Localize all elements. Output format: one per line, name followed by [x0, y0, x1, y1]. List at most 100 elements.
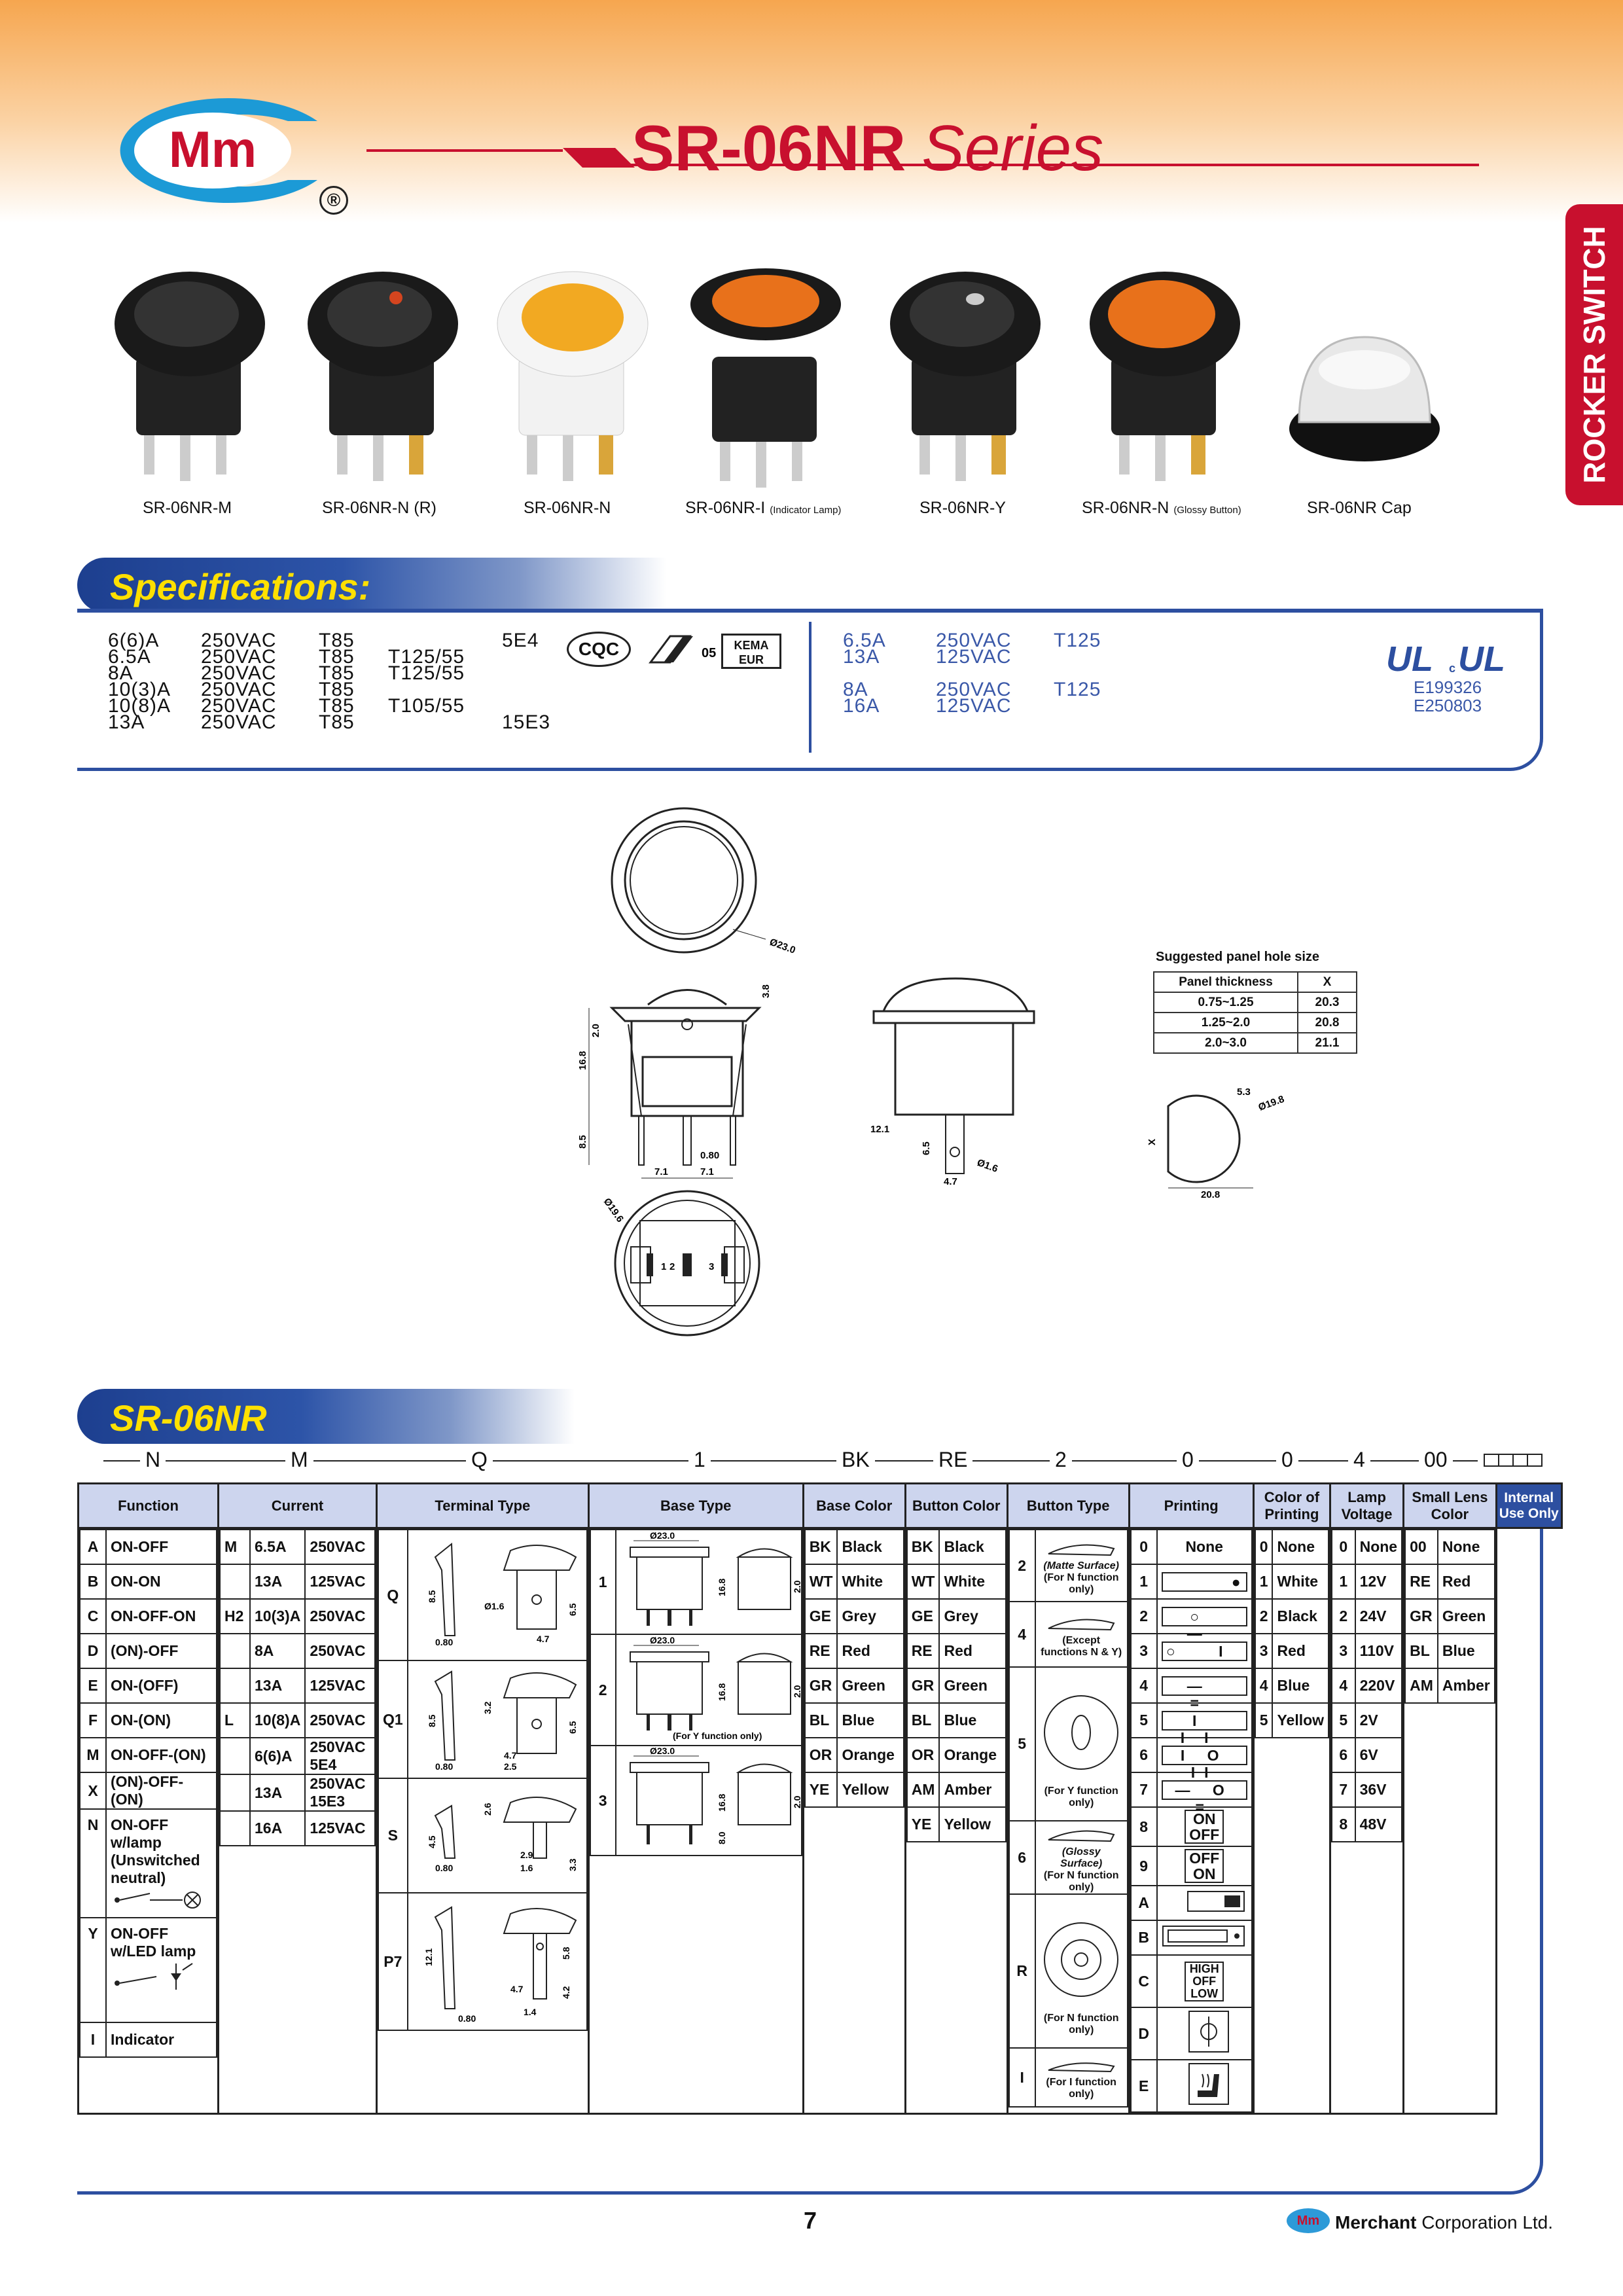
title-series: Series	[921, 112, 1104, 184]
table-row: E	[1130, 2059, 1253, 2113]
product-label: SR-06NR-N (Glossy Button)	[1082, 499, 1241, 517]
table-row: 6(Glossy Surface)(For N function only)	[1008, 1820, 1128, 1895]
product-image-sr06nr-y	[890, 272, 1041, 481]
svg-text:2.5: 2.5	[504, 1761, 517, 1772]
product-image-sr06nr-i	[690, 268, 841, 488]
svg-text:1.4: 1.4	[524, 2007, 537, 2017]
col-button-color: Button Color	[904, 1482, 1008, 1529]
svg-text:2.0: 2.0	[792, 1685, 802, 1698]
svg-text:7.1: 7.1	[700, 1166, 714, 1177]
svg-text:3.3: 3.3	[567, 1858, 578, 1871]
merchant-logo-icon: Mm	[1287, 2208, 1330, 2233]
svg-text:8.5: 8.5	[427, 1590, 437, 1603]
col-printing: Printing	[1128, 1482, 1255, 1529]
col-lamp-voltage: Lamp Voltage	[1329, 1482, 1405, 1529]
svg-text:Ø23.0: Ø23.0	[768, 937, 797, 956]
cqc-cert-icon: CQC	[567, 632, 631, 667]
table-row: 4(Except functions N & Y)	[1008, 1601, 1128, 1668]
side-tab: ROCKER SWITCH	[1565, 204, 1623, 505]
svg-text:Ø19.8: Ø19.8	[1257, 1094, 1286, 1113]
svg-text:c: c	[1449, 662, 1455, 675]
col-lens-color: Small Lens Color	[1402, 1482, 1497, 1529]
table-row: 1●	[1130, 1564, 1253, 1600]
svg-text:2.6: 2.6	[482, 1803, 493, 1816]
table-row: 3○ I	[1130, 1633, 1253, 1669]
dimension-drawing: Ø23.0 16.8 2.0 8.5 3.8 0.80 7.1 7.1 Ø19.…	[577, 807, 1286, 1336]
spec-frame	[77, 609, 1543, 771]
panel-hole-title: Suggested panel hole size	[1156, 950, 1320, 964]
table-row: B	[1130, 1920, 1253, 1956]
table-row: D	[1130, 2007, 1253, 2060]
svg-text:16.8: 16.8	[717, 1683, 727, 1701]
svg-text:4.7: 4.7	[510, 1984, 524, 1994]
lamp-schematic-icon	[115, 1892, 201, 1909]
svg-text:7.1: 7.1	[654, 1166, 668, 1177]
svg-text:6.5: 6.5	[921, 1141, 932, 1155]
svg-text:12.1: 12.1	[870, 1124, 889, 1135]
svg-text:2: 2	[669, 1261, 675, 1272]
product-label: SR-06NR-N (R)	[322, 499, 437, 517]
product-label: SR-06NR-M	[143, 499, 232, 517]
product-label: SR-06NR Cap	[1307, 499, 1412, 517]
svg-text:Ø23.0: Ø23.0	[650, 1635, 675, 1645]
product-label: SR-06NR-Y	[919, 499, 1006, 517]
product-image-sr06nr-n	[497, 271, 649, 481]
vde-cert-icon: 05	[649, 635, 716, 664]
table-row: D(ON)-OFF	[79, 1633, 217, 1669]
print-symbol-box: I II	[1161, 1710, 1247, 1746]
brand-logo-icon: Mm	[120, 98, 318, 203]
registered-mark: ®	[319, 186, 348, 215]
svg-text:UL: UL	[1386, 639, 1433, 679]
button-matte-icon	[1048, 1544, 1115, 1556]
table-row: X(ON)-OFF-(ON)	[79, 1772, 217, 1810]
print-symbol-box: I O II	[1161, 1745, 1247, 1781]
svg-text:0.80: 0.80	[700, 1150, 719, 1161]
button-type-cell: 2(Matte Surface)(For N function only) 4(…	[1006, 1527, 1130, 2115]
side-tab-label: ROCKER SWITCH	[1577, 226, 1611, 484]
svg-text:2.0: 2.0	[792, 1580, 802, 1593]
brand-logo-text: Mm	[169, 120, 257, 178]
print-symbol-box: HIGH OFF LOW	[1185, 1961, 1224, 2001]
table-row: 5(For Y function only)	[1008, 1666, 1128, 1821]
svg-text:2.0: 2.0	[590, 1024, 601, 1037]
svg-text:6.5: 6.5	[567, 1603, 578, 1616]
svg-text:1: 1	[661, 1261, 666, 1272]
